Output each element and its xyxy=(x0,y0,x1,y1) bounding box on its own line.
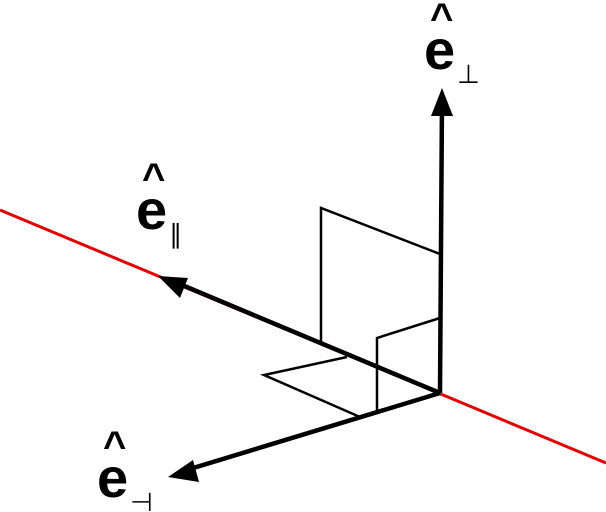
arrowhead-down-left-icon xyxy=(168,460,199,482)
label-e-perp: ^e⊥ xyxy=(424,0,480,90)
label-subscript: ∥ xyxy=(169,219,183,249)
label-e-side: ^e⊣ xyxy=(97,426,153,512)
arrow-e-side xyxy=(179,390,441,475)
right-angle-marker xyxy=(375,316,441,412)
hat-mark: ^ xyxy=(430,0,454,40)
arrowhead-left-icon xyxy=(158,276,188,298)
label-e-side-base: ^e xyxy=(97,426,128,506)
label-e-perp-base: ^e xyxy=(424,0,455,78)
label-subscript: ⊥ xyxy=(457,59,480,89)
arrowhead-up-icon xyxy=(431,88,453,116)
hat-mark: ^ xyxy=(103,424,127,468)
label-subscript: ⊣ xyxy=(130,487,153,512)
label-letter: e xyxy=(424,18,456,81)
arrow-e-parallel xyxy=(169,277,441,396)
label-letter: e xyxy=(97,446,129,509)
plane-outlines xyxy=(259,206,441,419)
vertical-plane xyxy=(319,206,441,342)
label-e-parallel-base: ^e xyxy=(136,158,167,238)
arrow-e-perp xyxy=(437,99,445,394)
horizontal-plane xyxy=(259,355,361,419)
label-letter: e xyxy=(136,178,168,241)
label-e-parallel: ^e∥ xyxy=(136,158,183,250)
hat-mark: ^ xyxy=(142,156,166,200)
